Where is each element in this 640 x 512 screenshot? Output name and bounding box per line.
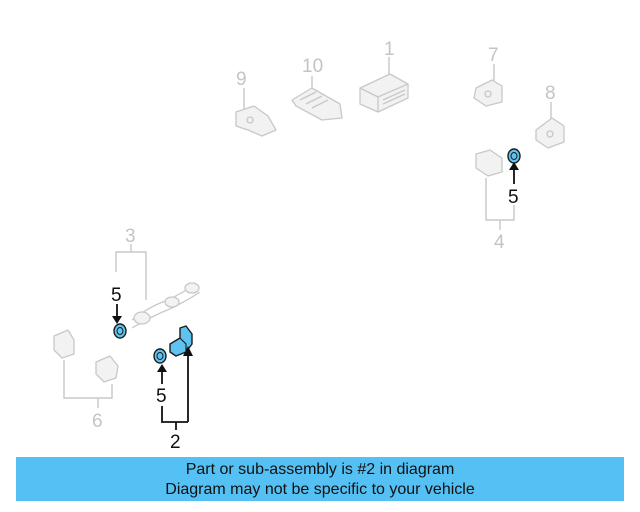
callout-4: 4	[494, 232, 505, 253]
callout-2-bracket	[161, 406, 188, 430]
banner-line-2: Diagram may not be specific to your vehi…	[165, 481, 475, 498]
callout-6: 6	[92, 411, 103, 432]
callout-5-bottom: 5	[156, 386, 167, 407]
part-5-seal-right[interactable]	[507, 148, 521, 184]
callout-10: 10	[302, 56, 323, 77]
part-10-bracket[interactable]	[291, 76, 343, 121]
callout-7: 7	[488, 45, 499, 66]
callout-3: 3	[125, 226, 136, 247]
part-7-bracket[interactable]	[473, 64, 503, 107]
part-1-control-module[interactable]	[359, 57, 409, 113]
callout-1: 1	[384, 39, 395, 60]
callout-2: 2	[170, 432, 181, 453]
part-4-sensor-assembly[interactable]	[475, 149, 515, 230]
callout-8: 8	[545, 83, 556, 104]
callout-9: 9	[236, 69, 247, 90]
part-8-bracket[interactable]	[535, 102, 565, 149]
part-5-seal-left[interactable]	[112, 304, 127, 339]
part-3-wiring-harness[interactable]	[115, 244, 201, 329]
part-9-bracket[interactable]	[235, 88, 277, 137]
info-banner: Part or sub-assembly is #2 in diagram Di…	[16, 457, 624, 501]
banner-line-1: Part or sub-assembly is #2 in diagram	[185, 461, 455, 478]
callout-5-right: 5	[508, 187, 519, 208]
part-2-sensor-highlighted[interactable]	[169, 325, 193, 422]
parts-diagram: 1 10 9 7 8 4 5	[53, 39, 565, 453]
part-5-seal-bottom[interactable]	[153, 348, 167, 384]
callout-5-left: 5	[111, 285, 122, 306]
part-6-brackets[interactable]	[53, 329, 119, 408]
